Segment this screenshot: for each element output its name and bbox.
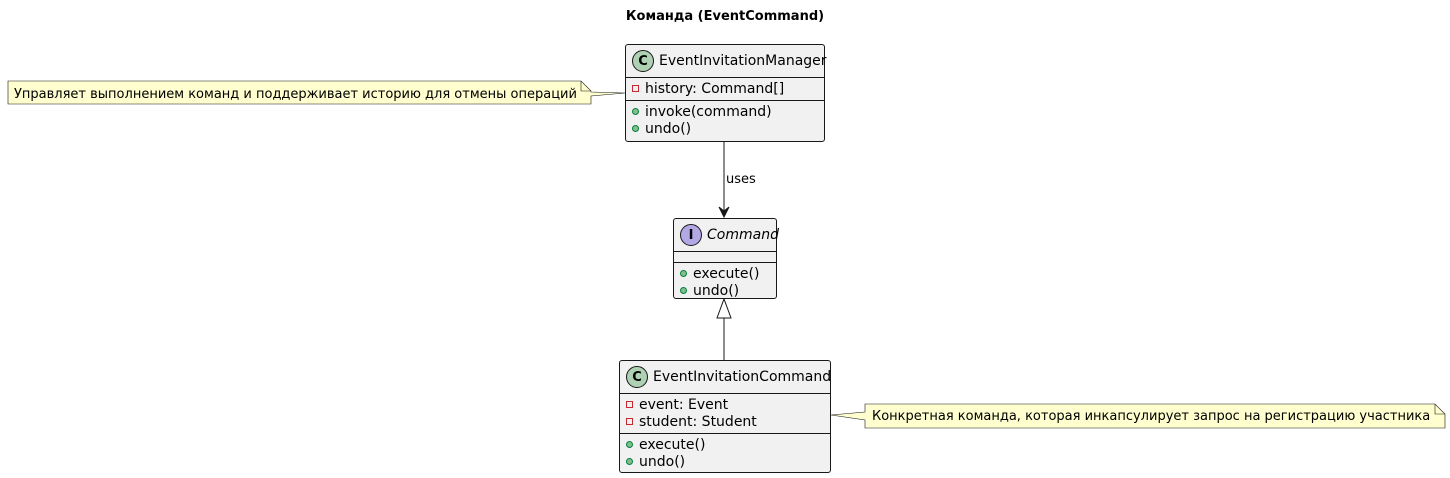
- class-event-invitation-manager[interactable]: C EventInvitationManager history: Comman…: [625, 44, 827, 142]
- class-name: EventInvitationManager: [659, 53, 827, 69]
- method-row: execute(): [680, 265, 770, 282]
- method-text: invoke(command): [645, 103, 772, 120]
- uses-label: uses: [726, 172, 756, 187]
- method-text: undo(): [639, 453, 686, 470]
- note-manager-text: Управляет выполнением команд и поддержив…: [14, 87, 577, 102]
- attribute-text: history: Command[]: [645, 80, 785, 97]
- attributes-section: history: Command[]: [626, 77, 824, 100]
- method-row: execute(): [626, 436, 824, 453]
- public-marker-icon: [626, 458, 633, 465]
- methods-section: execute() undo(): [620, 433, 830, 473]
- class-header: C EventInvitationCommand: [620, 361, 832, 393]
- uses-arrow-head: [718, 206, 730, 219]
- public-marker-icon: [680, 270, 687, 277]
- interface-command[interactable]: I Command execute() undo(): [673, 218, 779, 302]
- class-badge-icon: C: [626, 366, 648, 388]
- private-marker-icon: [632, 85, 639, 92]
- note-concrete-fold: [1434, 404, 1445, 415]
- method-text: undo(): [693, 282, 740, 299]
- class-event-invitation-command[interactable]: C EventInvitationCommand event: Event st…: [619, 360, 831, 473]
- attributes-section: event: Event student: Student: [620, 393, 830, 433]
- note-manager: Управляет выполнением команд и поддержив…: [8, 83, 583, 106]
- interface-badge-icon: I: [680, 224, 702, 246]
- interface-name: Command: [707, 227, 779, 243]
- class-badge-icon: C: [632, 50, 654, 72]
- note-concrete-shape: [830, 403, 1446, 429]
- method-row: invoke(command): [632, 103, 818, 120]
- attribute-row: event: Event: [626, 396, 824, 413]
- method-text: execute(): [639, 436, 706, 453]
- method-row: undo(): [632, 120, 818, 137]
- method-text: execute(): [693, 265, 760, 282]
- public-marker-icon: [680, 287, 687, 294]
- public-marker-icon: [632, 125, 639, 132]
- private-marker-icon: [626, 418, 633, 425]
- method-row: undo(): [626, 453, 824, 470]
- method-row: undo(): [680, 282, 770, 299]
- diagram-title: Команда (EventCommand): [625, 9, 825, 24]
- class-name: EventInvitationCommand: [653, 369, 832, 385]
- attribute-text: student: Student: [639, 413, 757, 430]
- private-marker-icon: [626, 401, 633, 408]
- method-text: undo(): [645, 120, 692, 137]
- public-marker-icon: [632, 108, 639, 115]
- attribute-text: event: Event: [639, 396, 729, 413]
- attributes-section: [674, 251, 776, 262]
- public-marker-icon: [626, 441, 633, 448]
- methods-section: execute() undo(): [674, 262, 776, 302]
- attribute-row: student: Student: [626, 413, 824, 430]
- note-concrete: Конкретная команда, которая инкапсулируе…: [866, 405, 1441, 428]
- attribute-row: history: Command[]: [632, 80, 818, 97]
- class-header: C EventInvitationManager: [626, 45, 827, 77]
- methods-section: invoke(command) undo(): [626, 100, 824, 140]
- note-concrete-text: Конкретная команда, которая инкапсулируе…: [872, 409, 1431, 424]
- note-manager-fold: [580, 81, 591, 92]
- implements-head: [716, 297, 732, 319]
- interface-header: I Command: [674, 219, 779, 251]
